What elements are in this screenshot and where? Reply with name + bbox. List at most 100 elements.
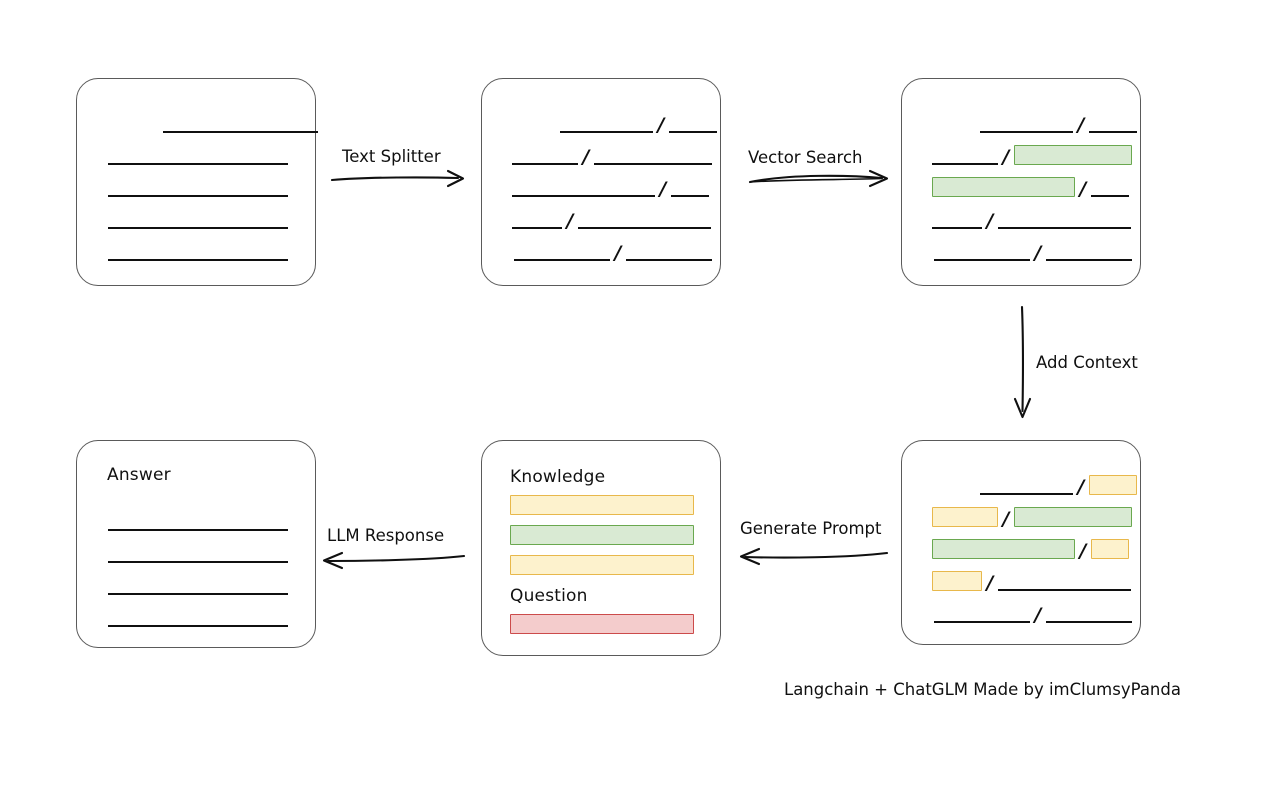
card-source-document[interactable] (76, 78, 318, 286)
card-context-document[interactable]: / / / / / (901, 440, 1141, 645)
document-line: / (932, 537, 1129, 562)
edge-arrow-llm-response (322, 551, 466, 570)
text-line-segment (934, 245, 1030, 261)
text-line-segment (671, 181, 709, 197)
slash-separator: / (657, 114, 665, 136)
footer-caption: Langchain + ChatGLM Made by imClumsyPand… (784, 680, 1181, 699)
prompt-question-title: Question (510, 586, 588, 606)
split-document-rows: / / / / / (482, 79, 720, 285)
document-line (108, 605, 288, 627)
edge-label-vector-search: Vector Search (748, 148, 863, 167)
text-line-segment (108, 149, 288, 165)
text-line-segment (108, 245, 288, 261)
slash-separator: / (1077, 114, 1085, 136)
text-line-segment (980, 117, 1073, 133)
text-line-segment (669, 117, 717, 133)
text-line-segment (998, 213, 1131, 229)
edge-arrow-add-context (1013, 305, 1032, 419)
text-line-segment (998, 575, 1131, 591)
text-line-segment (1046, 245, 1132, 261)
text-line-segment (560, 117, 653, 133)
highlighted-chunk-green (1014, 145, 1132, 165)
slash-separator: / (582, 146, 590, 168)
knowledge-bar-yellow (510, 495, 694, 515)
slash-separator: / (1002, 146, 1010, 168)
text-line-segment (163, 117, 318, 133)
text-line-segment (108, 579, 288, 595)
text-line-segment (514, 245, 610, 261)
document-line: / (512, 143, 712, 168)
document-line (108, 509, 288, 531)
prompt-knowledge-title: Knowledge (510, 467, 606, 487)
text-line-segment (108, 213, 288, 229)
text-line-segment (934, 607, 1030, 623)
document-line: / (932, 143, 1132, 168)
text-line-segment (932, 149, 998, 165)
document-line: / (932, 569, 1131, 594)
slash-separator: / (1002, 508, 1010, 530)
text-line-segment (932, 213, 982, 229)
text-line-segment (626, 245, 712, 261)
document-line: / (512, 207, 711, 231)
document-line: / (512, 175, 709, 200)
edge-arrow-generate-prompt (739, 547, 889, 566)
text-line-segment (108, 547, 288, 563)
slash-separator: / (1034, 604, 1042, 626)
text-line-segment (108, 611, 288, 627)
slash-separator: / (1079, 540, 1087, 562)
text-line-segment (1046, 607, 1132, 623)
document-line (108, 573, 288, 595)
slash-separator: / (986, 210, 994, 232)
answer-rows (77, 441, 315, 647)
highlighted-chunk-green (1014, 507, 1132, 527)
document-line: / (932, 239, 1132, 264)
card-matched-document[interactable]: / / / / / (901, 78, 1141, 286)
document-line: / (512, 239, 712, 264)
document-line: / (932, 601, 1132, 626)
document-line (108, 143, 288, 165)
card-prompt[interactable]: Knowledge Question (481, 440, 721, 656)
knowledge-bar-yellow (510, 555, 694, 575)
edge-label-text-splitter: Text Splitter (342, 147, 441, 166)
source-document-rows (77, 79, 318, 285)
text-line-segment (980, 479, 1073, 495)
highlighted-chunk-yellow (1089, 475, 1137, 495)
text-line-segment (512, 149, 578, 165)
document-line: / (932, 207, 1131, 232)
question-bar-red (510, 614, 694, 634)
document-line (108, 541, 288, 563)
knowledge-bar-green (510, 525, 694, 545)
highlighted-chunk-yellow (1091, 539, 1129, 559)
edge-label-llm-response: LLM Response (327, 526, 445, 545)
text-line-segment (512, 213, 562, 229)
document-line (108, 111, 318, 133)
edge-label-generate-prompt: Generate Prompt (740, 519, 882, 538)
highlighted-chunk-green (932, 539, 1075, 559)
text-line-segment (594, 149, 712, 165)
context-document-rows: / / / / / (902, 441, 1140, 644)
edge-label-add-context: Add Context (1036, 353, 1138, 372)
text-line-segment (578, 213, 711, 229)
card-split-document[interactable]: / / / / / (481, 78, 721, 286)
document-line: / (932, 111, 1137, 136)
slash-separator: / (1077, 476, 1085, 498)
answer-title: Answer (107, 465, 171, 485)
slash-separator: / (1034, 242, 1042, 264)
text-line-segment (108, 515, 288, 531)
document-line: / (932, 473, 1137, 498)
slash-separator: / (614, 242, 622, 264)
document-line: / (932, 175, 1129, 200)
edge-arrow-vector-search (748, 169, 889, 188)
document-line (108, 175, 288, 197)
card-answer[interactable]: Answer (76, 440, 316, 648)
text-line-segment (1089, 117, 1137, 133)
document-line: / (512, 111, 717, 136)
slash-separator: / (986, 572, 994, 594)
text-line-segment (512, 181, 655, 197)
slash-separator: / (1079, 178, 1087, 200)
slash-separator: / (659, 178, 667, 200)
text-line-segment (1091, 181, 1129, 197)
highlighted-chunk-yellow (932, 571, 982, 591)
matched-document-rows: / / / / / (902, 79, 1140, 285)
document-line (108, 207, 288, 229)
